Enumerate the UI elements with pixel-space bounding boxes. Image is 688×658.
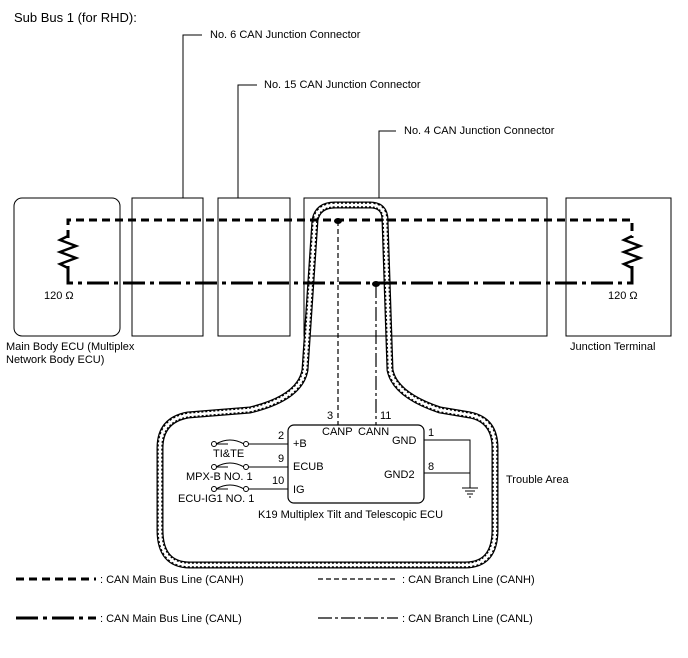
- ig-pin-label: IG: [293, 484, 305, 496]
- legend-branch-canl-label: : CAN Branch Line (CANL): [402, 613, 533, 625]
- legend: : CAN Main Bus Line (CANH) : CAN Main Bu…: [16, 574, 535, 625]
- main-body-resistor-label: 120 Ω: [44, 290, 74, 302]
- no6-connector-label: No. 6 CAN Junction Connector: [210, 29, 361, 41]
- no4-connector-label: No. 4 CAN Junction Connector: [404, 125, 555, 137]
- can-main-bus: [66, 218, 634, 285]
- diagram-title: Sub Bus 1 (for RHD):: [14, 10, 137, 25]
- b-pin-label: +B: [293, 438, 307, 450]
- ground-icon: [462, 487, 478, 498]
- junction-terminal-label: Junction Terminal: [570, 341, 655, 353]
- trouble-area-inner: [158, 203, 497, 567]
- fuse-icons: [211, 439, 249, 492]
- canl-main-line: [66, 266, 634, 285]
- ecub-pin-label: ECUB: [293, 461, 324, 473]
- can-branch: [337, 221, 377, 425]
- k19-ecu-name: K19 Multiplex Tilt and Telescopic ECU: [258, 509, 443, 521]
- no6-connector-box: [131, 197, 204, 337]
- fuse-tite-label: TI&TE: [213, 448, 244, 460]
- fuse-ecuig-icon: [215, 484, 245, 490]
- connector-leaders: [182, 34, 396, 198]
- fuse-ecuig-label: ECU-IG1 NO. 1: [178, 493, 254, 505]
- junction-resistor-label: 120 Ω: [608, 290, 638, 302]
- gnd2-pin-number: 8: [428, 461, 434, 473]
- no15-connector-label: No. 15 CAN Junction Connector: [264, 79, 421, 91]
- fuse-tite-terminal-icon: [211, 441, 217, 447]
- fuse-tite-icon: [215, 439, 245, 445]
- canh-main-line: [66, 218, 634, 238]
- gnd-pin-number: 1: [428, 427, 434, 439]
- canh-junction-dot: [334, 218, 342, 224]
- cann-pin-label: CANN: [358, 426, 389, 438]
- no4-connector-box: [303, 197, 548, 337]
- resistor-right-icon: [620, 234, 644, 270]
- canp-pin-number: 3: [327, 410, 333, 422]
- canp-pin-label: CANP: [322, 426, 353, 438]
- fuse-mpxb-icon: [215, 462, 245, 468]
- k19-ecu-box: [287, 424, 425, 504]
- resistor-left-icon: [56, 234, 80, 270]
- legend-main-canh-label: : CAN Main Bus Line (CANH): [100, 574, 244, 586]
- gnd-pin-label: GND: [392, 435, 417, 447]
- fuse-mpxb-label: MPX-B NO. 1: [186, 471, 253, 483]
- gnd2-pin-label: GND2: [384, 469, 415, 481]
- ecub-pin-number: 9: [278, 453, 284, 465]
- main-body-ecu-label-line2: Network Body ECU): [6, 354, 104, 366]
- legend-branch-canh-label: : CAN Branch Line (CANH): [402, 574, 535, 586]
- ig-pin-number: 10: [272, 475, 284, 487]
- trouble-area-label: Trouble Area: [506, 474, 569, 486]
- no15-connector-box: [217, 197, 291, 337]
- main-body-ecu-label-line1: Main Body ECU (Multiplex: [6, 341, 135, 353]
- canl-junction-dot: [372, 281, 380, 287]
- fuse-mpxb-terminal-icon: [211, 464, 217, 470]
- cann-pin-number: 11: [380, 410, 391, 422]
- junction-terminal-box: [565, 197, 672, 337]
- b-pin-number: 2: [278, 430, 284, 442]
- legend-main-canl-label: : CAN Main Bus Line (CANL): [100, 613, 242, 625]
- ground-wiring: [424, 439, 471, 488]
- fuse-wiring: [214, 443, 288, 490]
- fuse-ecuig-terminal-icon: [211, 486, 217, 492]
- main-body-ecu-box: [13, 197, 121, 337]
